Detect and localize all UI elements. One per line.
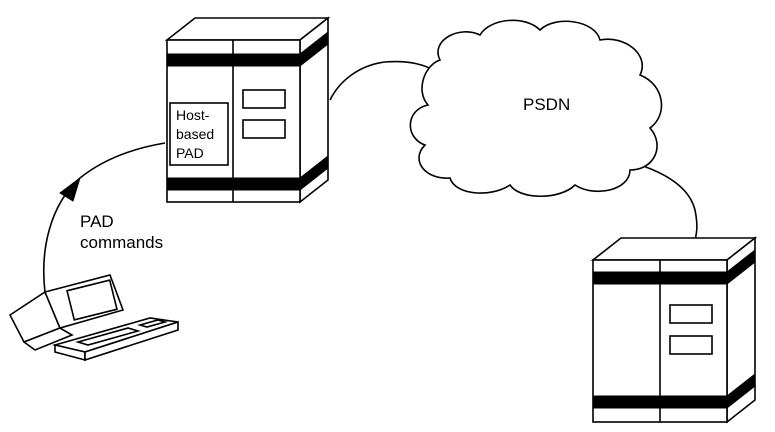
link-network-to-remote-host bbox=[639, 164, 698, 241]
host-computer: Host- based PAD bbox=[164, 16, 331, 204]
pad-label-line1: Host- bbox=[176, 107, 210, 123]
pad-commands-arrowhead bbox=[59, 176, 81, 202]
psdn-cloud bbox=[409, 19, 663, 197]
remote-host-computer bbox=[590, 236, 758, 424]
commands-label-line1: PAD bbox=[80, 212, 114, 231]
pad-label-line3: PAD bbox=[176, 145, 204, 161]
terminal-icon bbox=[8, 274, 179, 362]
network-label: PSDN bbox=[523, 95, 570, 114]
pad-label-line2: based bbox=[176, 126, 214, 142]
host-based-pad-box bbox=[169, 102, 229, 166]
commands-label-line2: commands bbox=[80, 233, 163, 252]
link-host-to-network bbox=[329, 60, 439, 101]
